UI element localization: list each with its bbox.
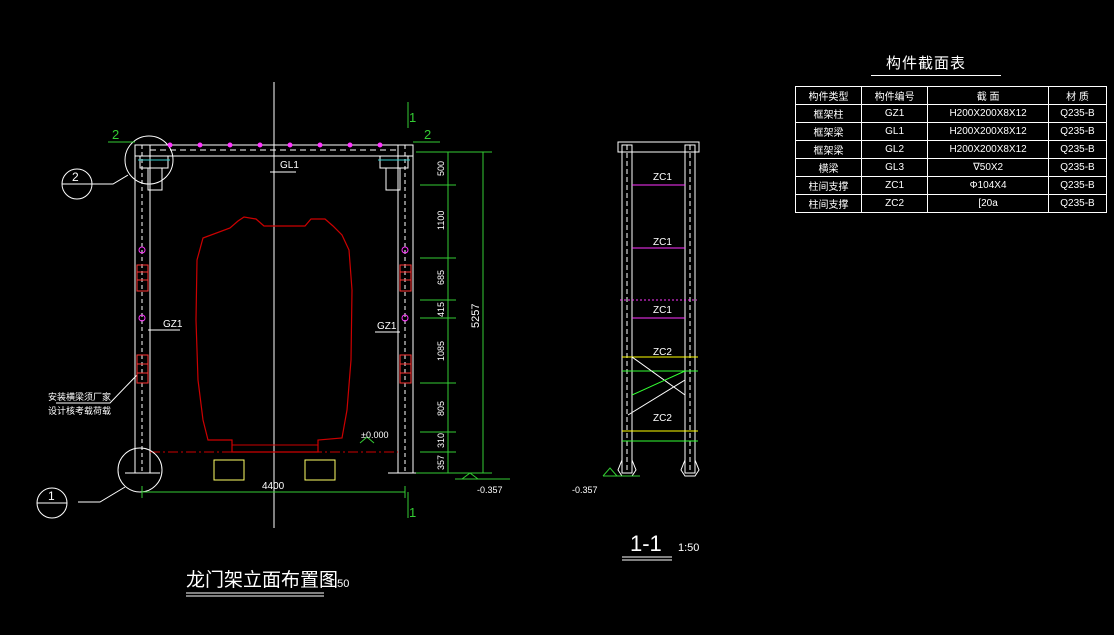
svg-text:ZC1: ZC1 [653, 172, 672, 183]
table-cell: 框架柱 [794, 104, 863, 123]
table-cell: H200X200X8X12 [927, 122, 1050, 141]
table-cell: 柱间支撑 [794, 194, 863, 213]
table-header-row: 构件类型 构件编号 截 面 材 质 [794, 86, 1107, 105]
table-row: 横梁 GL3 ∇50X2 Q235-B [794, 158, 1107, 177]
beam-label: GL1 [280, 160, 299, 171]
note-line1: 安装横梁须厂家 [48, 391, 111, 402]
table-row: 柱间支撑 ZC1 Φ104X4 Q235-B [794, 176, 1107, 195]
section-table: 构件类型 构件编号 截 面 材 质 框架柱 GZ1 H200X200X8X12 … [794, 86, 1107, 213]
table-title: 构件截面表 [886, 56, 967, 72]
svg-text:415: 415 [436, 302, 446, 317]
column-label-left: GZ1 [163, 319, 183, 330]
note-line2: 设计核考载荷载 [48, 405, 111, 416]
section-bottom-level: -0.357 [572, 485, 598, 495]
table-cell: GL2 [861, 140, 929, 159]
section-mark-top-right: 2 [424, 127, 431, 142]
table-cell: Q235-B [1048, 140, 1107, 159]
zero-level: ±0.000 [361, 430, 388, 440]
height-dimension: 5257 [470, 304, 482, 328]
elevation-scale: 1:50 [328, 578, 349, 590]
table-cell: H200X200X8X12 [927, 104, 1050, 123]
table-cell: ZC2 [861, 194, 929, 213]
table-cell: GZ1 [861, 104, 929, 123]
section-scale: 1:50 [678, 542, 699, 554]
section-mark-1-bottom: 1 [409, 505, 416, 520]
table-cell: 横梁 [794, 158, 863, 177]
svg-text:500: 500 [436, 161, 446, 176]
elevation-labels: GL1 GZ1 GZ1 4400 5257 500 1100 685 415 1… [48, 110, 503, 597]
section-view [602, 141, 700, 477]
rail-support-right [304, 459, 336, 481]
table-cell: Q235-B [1048, 122, 1107, 141]
detail-circle-top [124, 135, 174, 185]
table-cell: Φ104X4 [927, 176, 1050, 195]
beam-bracket-left [139, 155, 169, 169]
section-braces [620, 184, 698, 442]
svg-text:1100: 1100 [436, 211, 446, 230]
table-cell: Q235-B [1048, 194, 1107, 213]
table-title-underline [871, 75, 1001, 76]
section-mark-1-top: 1 [409, 110, 416, 125]
svg-text:805: 805 [436, 401, 446, 416]
table-header-cell: 构件类型 [794, 86, 863, 105]
table-header-cell: 材 质 [1048, 86, 1107, 105]
column-label-right: GZ1 [377, 321, 397, 332]
section-labels: ZC1 ZC1 ZC1 ZC2 ZC2 -0.357 1-1 1:50 [572, 172, 699, 561]
table-cell: Q235-B [1048, 158, 1107, 177]
table-cell: 框架梁 [794, 122, 863, 141]
bottom-level: -0.357 [477, 485, 503, 495]
section-mark-top-left: 2 [112, 127, 119, 142]
table-cell: ZC1 [861, 176, 929, 195]
detail-circle-bottom [117, 447, 163, 493]
svg-text:ZC2: ZC2 [653, 347, 672, 358]
svg-text:310: 310 [436, 433, 446, 448]
svg-text:685: 685 [436, 270, 446, 285]
width-dimension: 4400 [262, 481, 285, 492]
table-cell: GL1 [861, 122, 929, 141]
elevation-dimensions [108, 102, 510, 518]
table-row: 框架柱 GZ1 H200X200X8X12 Q235-B [794, 104, 1107, 123]
magenta-markers [138, 142, 409, 322]
table-row: 柱间支撑 ZC2 [20a Q235-B [794, 194, 1107, 213]
svg-text:ZC2: ZC2 [653, 413, 672, 424]
detail-callout-bottom: 1 [48, 489, 55, 503]
section-title: 1-1 [630, 531, 662, 556]
table-header-cell: 构件编号 [861, 86, 929, 105]
train-gauge-outline [195, 216, 353, 453]
elevation-title: 龙门架立面布置图 [186, 569, 338, 591]
table-row: 框架梁 GL2 H200X200X8X12 Q235-B [794, 140, 1107, 159]
segment-dimensions: 500 1100 685 415 1085 805 310 357 [436, 161, 446, 470]
beam-bracket-right [379, 155, 409, 169]
table-cell: H200X200X8X12 [927, 140, 1050, 159]
svg-text:357: 357 [436, 455, 446, 470]
table-cell: Q235-B [1048, 104, 1107, 123]
table-row: 框架梁 GL1 H200X200X8X12 Q235-B [794, 122, 1107, 141]
table-cell: Q235-B [1048, 176, 1107, 195]
table-cell: GL3 [861, 158, 929, 177]
svg-text:ZC1: ZC1 [653, 305, 672, 316]
table-cell: ∇50X2 [927, 158, 1050, 177]
rail-support-left [213, 459, 245, 481]
column-brace-blocks [136, 264, 412, 384]
table-cell: 框架梁 [794, 140, 863, 159]
svg-text:ZC1: ZC1 [653, 237, 672, 248]
table-header-cell: 截 面 [927, 86, 1050, 105]
elevation-view [36, 82, 423, 528]
detail-callout-top: 2 [72, 170, 79, 184]
top-beam [134, 144, 414, 157]
svg-text:1085: 1085 [436, 341, 446, 361]
table-cell: 柱间支撑 [794, 176, 863, 195]
table-cell: [20a [927, 194, 1050, 213]
